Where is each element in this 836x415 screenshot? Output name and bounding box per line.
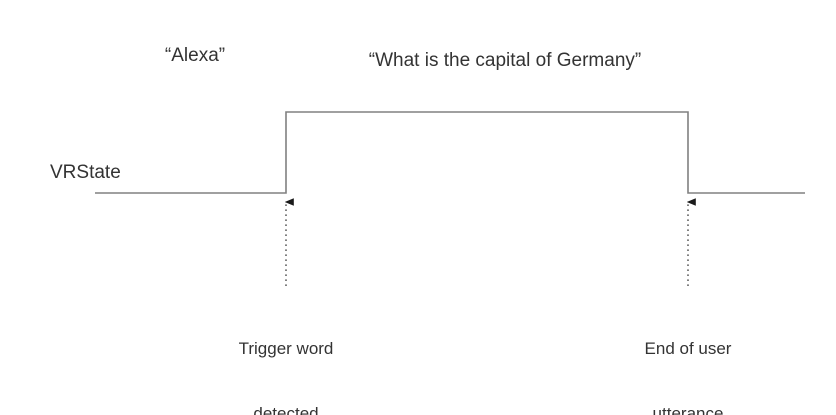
utterance-label-question: “What is the capital of Germany” [368, 50, 642, 71]
event-markers [284, 198, 696, 286]
utterance-label-trigger-word: “Alexa” [164, 45, 226, 66]
event-caption-line: utterance [652, 403, 724, 415]
event-caption-end-of-user-utterance: End of user utterance [645, 294, 732, 415]
event-caption-line: detected [253, 403, 319, 415]
event-caption-line: End of user [644, 338, 732, 358]
signal-name-label: VRState [50, 162, 121, 183]
vrstate-waveform-path [95, 111, 805, 194]
event-caption-trigger-word-detected: Trigger word detected [239, 294, 334, 415]
event-caption-line: Trigger word [238, 338, 334, 358]
